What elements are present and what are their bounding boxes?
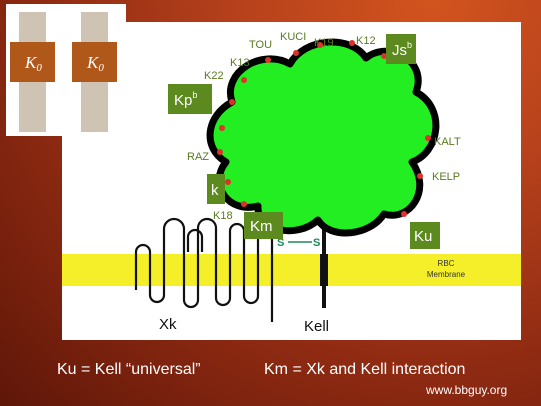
antigen-kelp: KELP — [432, 171, 460, 183]
antigen-kuci: KUCI — [280, 31, 306, 43]
antigen-ku-box: Ku — [410, 222, 440, 249]
antigen-kpb-sup: b — [192, 90, 197, 100]
antigen-k19: K19 — [314, 37, 334, 49]
ko-box-left — [10, 42, 55, 82]
antigen-tou: TOU — [249, 39, 272, 51]
ko-label-right: K0 — [86, 53, 104, 74]
antigen-k13: K13 — [230, 57, 250, 69]
ko-inset: K0 K0 — [6, 4, 126, 136]
antigen-kpb: Kp — [174, 92, 192, 109]
xk-protein — [134, 217, 274, 322]
antigen-km-box: Km — [244, 212, 283, 239]
kell-anchor — [320, 254, 328, 286]
rbc-membrane — [62, 254, 521, 286]
membrane-label-line2: Membrane — [427, 270, 466, 279]
antigen-k22: K22 — [204, 70, 224, 82]
antigen-kpb-box: Kpb — [168, 84, 212, 114]
antigen-dots — [217, 40, 431, 217]
antigen-km: Km — [250, 218, 273, 235]
protein-xk-label: Xk — [159, 316, 177, 333]
footer-ku-definition: Ku = Kell “universal” — [57, 361, 201, 378]
antigen-ku: Ku — [414, 228, 432, 245]
ko-box-right — [72, 42, 117, 82]
antigen-k-box: k — [207, 174, 225, 204]
svg-text:Kpb: Kpb — [174, 90, 197, 109]
antigen-k: k — [211, 182, 219, 199]
footer-km-definition: Km = Xk and Kell interaction — [264, 361, 465, 378]
svg-text:Jsb: Jsb — [392, 40, 412, 59]
disulfide-left: S — [277, 237, 284, 249]
protein-kell-label: Kell — [304, 318, 329, 335]
antigen-jsb: Js — [392, 42, 407, 59]
antigen-jsb-sup: b — [407, 40, 412, 50]
antigen-raz: RAZ — [187, 151, 209, 163]
antigen-jsb-box: Jsb — [386, 34, 416, 64]
disulfide-right: S — [313, 237, 320, 249]
ko-label-left: K0 — [24, 53, 42, 74]
membrane-label-line1: RBC — [438, 259, 455, 268]
antigen-k12: K12 — [356, 35, 376, 47]
antigen-kalt: KALT — [434, 136, 461, 148]
antigen-k18: K18 — [213, 210, 233, 222]
footer-url: www.bbguy.org — [425, 383, 507, 397]
